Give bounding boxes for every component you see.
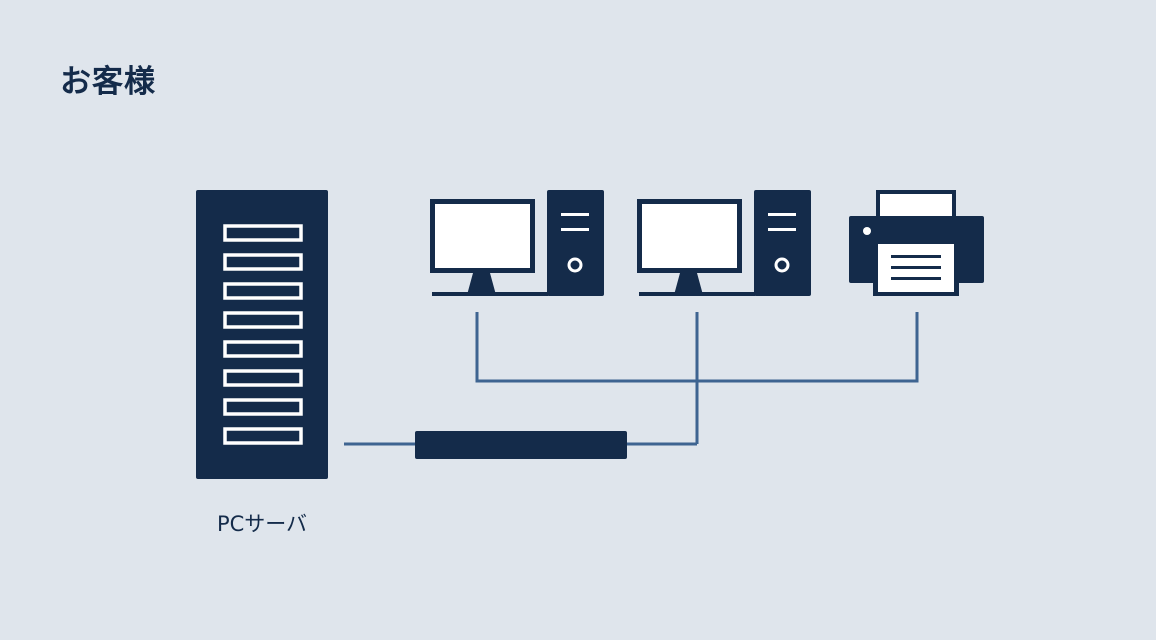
desktop-pc-icon <box>637 190 811 296</box>
connector-lines <box>344 312 919 446</box>
network-hub-icon <box>415 431 627 459</box>
server-icon <box>196 190 328 479</box>
printer-icon <box>849 190 984 296</box>
page-title: お客様 <box>60 64 156 100</box>
server-label: PCサーバ <box>216 512 308 536</box>
desktop-pc-icon <box>430 190 604 296</box>
